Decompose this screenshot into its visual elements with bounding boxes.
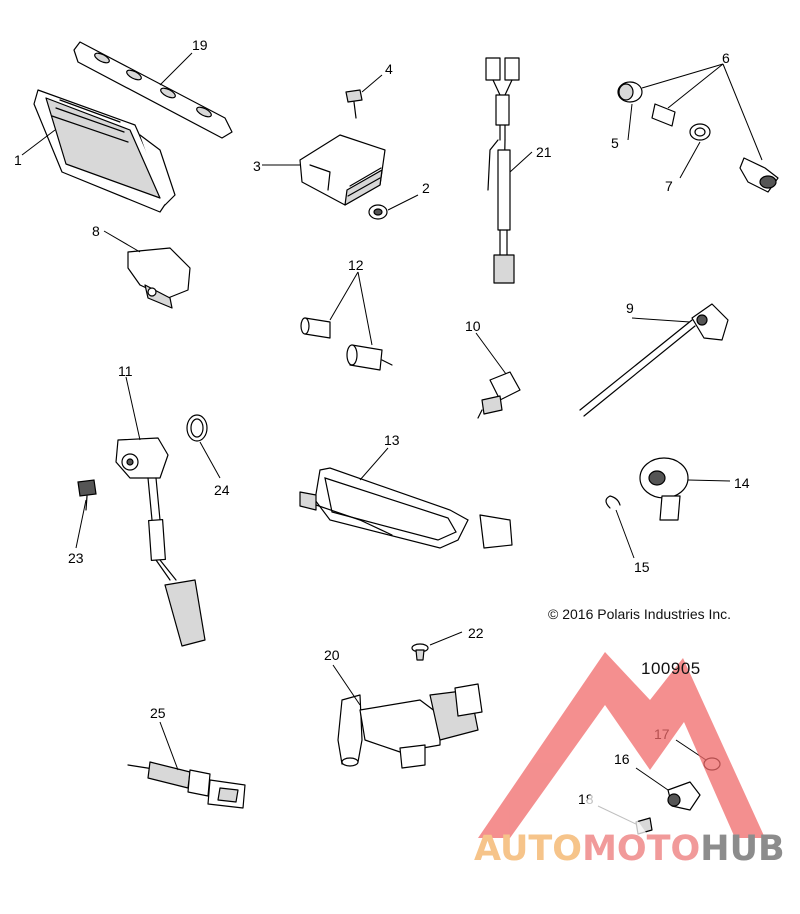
part-20-valve — [332, 664, 483, 769]
part-12-plugs — [300, 271, 393, 371]
part-3-module — [262, 134, 386, 206]
part-7-washer — [679, 123, 711, 179]
part-19-strap — [73, 41, 233, 139]
callout-10: 10 — [465, 318, 481, 334]
drawing-number: 100905 — [641, 659, 701, 678]
part-23-screw — [75, 479, 97, 549]
part-24-oring — [186, 414, 221, 479]
part-21-harness — [485, 57, 533, 284]
callout-25: 25 — [150, 705, 166, 721]
callout-12: 12 — [348, 257, 364, 273]
callout-8: 8 — [92, 223, 100, 239]
part-10-sender — [475, 332, 521, 419]
part-8-map-sensor — [103, 230, 191, 309]
watermark-auto: AUTO — [474, 829, 583, 869]
watermark-brand-text: AUTOMOTOHUB — [474, 829, 785, 869]
callout-4: 4 — [385, 61, 393, 77]
watermark-logo — [478, 652, 765, 838]
part-15-clip — [605, 495, 635, 559]
part-2-grommet — [368, 194, 419, 220]
part-14-knock-sensor — [639, 457, 731, 521]
part-1-ecu — [21, 89, 176, 213]
callout-13: 13 — [384, 432, 400, 448]
callout-6: 6 — [722, 50, 730, 66]
part-22-screw — [411, 631, 463, 661]
callout-11: 11 — [118, 363, 133, 379]
watermark-moto: MOTO — [582, 829, 701, 869]
part-9-probe-sensor — [579, 303, 729, 417]
part-4-screw — [345, 74, 383, 119]
callout-21: 21 — [536, 144, 552, 160]
callout-7: 7 — [665, 178, 673, 194]
callout-24: 24 — [214, 482, 230, 498]
callout-labels: 1 2 3 4 5 6 7 8 9 10 11 12 13 14 15 16 1… — [14, 37, 750, 807]
part-5-sensor — [617, 81, 643, 141]
callout-16: 16 — [614, 751, 630, 767]
watermark-triangle — [478, 652, 765, 838]
callout-5: 5 — [611, 135, 619, 151]
callout-2: 2 — [422, 180, 430, 196]
callout-19: 19 — [192, 37, 208, 53]
callout-9: 9 — [626, 300, 634, 316]
callout-3: 3 — [253, 158, 261, 174]
part-11-tps — [115, 376, 206, 647]
part-6-sensor — [739, 157, 779, 193]
part-16-elbow — [635, 767, 701, 811]
watermark-hub: HUB — [700, 829, 785, 869]
callout-23: 23 — [68, 550, 84, 566]
callout-14: 14 — [734, 475, 750, 491]
callout-1: 1 — [14, 152, 22, 168]
callout-22: 22 — [468, 625, 484, 641]
copyright-notice: © 2016 Polaris Industries Inc. — [548, 606, 732, 622]
part-6-clip — [641, 63, 763, 161]
callout-15: 15 — [634, 559, 650, 575]
callout-20: 20 — [324, 647, 340, 663]
part-25-sensor — [127, 721, 246, 809]
part-13-tube-harness — [299, 447, 513, 549]
